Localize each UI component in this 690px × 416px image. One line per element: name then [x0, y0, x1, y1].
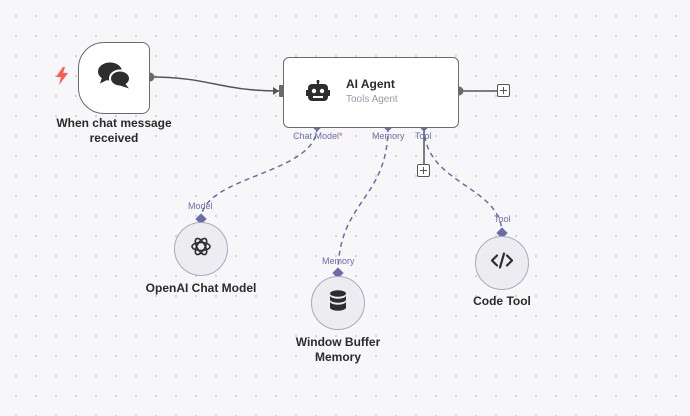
connection-trigger-to-agent[interactable]: [149, 76, 281, 92]
agent-title: AI Agent: [346, 77, 395, 91]
agent-main-input-port[interactable]: [279, 85, 284, 97]
memory-port-label: Memory: [372, 131, 405, 141]
code-tool-node[interactable]: [475, 236, 529, 290]
robot-icon: [306, 80, 330, 109]
openai-input-port[interactable]: [195, 213, 207, 225]
codetool-input-port[interactable]: [496, 227, 508, 239]
trigger-bolt-icon: [55, 67, 69, 90]
openai-logo-icon: [190, 236, 212, 263]
add-next-node-button[interactable]: [497, 84, 510, 97]
memory-input-label: Memory: [322, 256, 355, 266]
chat-bubbles-icon: [97, 61, 131, 96]
code-icon: [490, 252, 514, 274]
connection-arrowhead: [273, 87, 279, 95]
chat-model-port-label: Chat Model*: [293, 131, 343, 141]
add-tool-button[interactable]: [417, 164, 430, 177]
model-input-label: Model: [188, 201, 213, 211]
window-buffer-memory-node[interactable]: [311, 276, 365, 330]
tool-input-label: Tool: [494, 214, 511, 224]
connection-agent-to-codetool[interactable]: [423, 126, 503, 235]
trigger-node-label: When chat message received: [56, 116, 172, 145]
tool-port-label: Tool: [415, 131, 432, 141]
memory-input-port[interactable]: [332, 267, 344, 279]
database-icon: [329, 290, 347, 317]
code-tool-node-label: Code Tool: [473, 294, 531, 308]
chat-trigger-node[interactable]: [78, 42, 150, 114]
openai-node-label: OpenAI Chat Model: [145, 281, 257, 295]
connection-agent-to-memory[interactable]: [337, 126, 389, 275]
agent-subtitle: Tools Agent: [346, 94, 398, 105]
openai-chat-model-node[interactable]: [174, 222, 228, 276]
ai-agent-node[interactable]: AI Agent Tools Agent: [283, 57, 459, 128]
memory-node-label: Window Buffer Memory: [295, 335, 381, 364]
